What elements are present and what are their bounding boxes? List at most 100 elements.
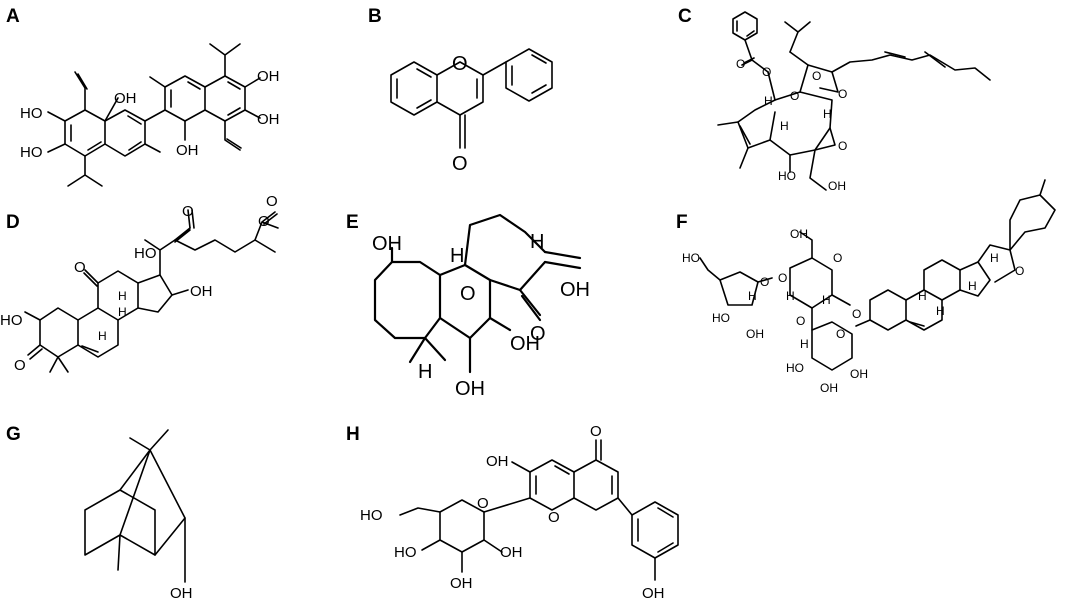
ring-d-b-double: [81, 345, 99, 353]
atom-label: O: [452, 53, 468, 75]
phenyl-link: [482, 61, 507, 76]
oh-h7: [511, 461, 531, 473]
atom-label: O: [790, 89, 799, 103]
atom-label: O: [736, 57, 745, 71]
gem-dimethyl-e: [408, 336, 447, 364]
atom-label: OH: [828, 179, 846, 193]
atom-label: H: [530, 231, 544, 253]
atom-label: H: [98, 329, 107, 343]
ring-d-d: [137, 274, 173, 313]
isopropenyl: [784, 21, 811, 53]
ring-e-c: [463, 213, 547, 267]
atom-label: OH: [450, 575, 473, 592]
oh-bond-right-2: [244, 109, 261, 119]
panel-letter-h: H: [346, 424, 360, 445]
panel-letter-b: B: [368, 6, 382, 27]
atom-label: O: [796, 314, 805, 328]
ketone-d11: [83, 269, 99, 287]
ch2oh-h: [399, 507, 441, 516]
atom-label: O: [838, 87, 847, 101]
ring-f-d: [959, 261, 991, 297]
ring-f-b-double: [909, 321, 925, 327]
atom-label: HO: [778, 169, 796, 183]
oh-h-glc1: [421, 539, 441, 551]
atom-label: H: [748, 289, 757, 303]
ring-h-pyranone: [573, 459, 619, 511]
atom-label: O: [266, 193, 278, 210]
atom-label: OH: [372, 233, 402, 255]
glyco-link-1: [757, 277, 773, 283]
ring-d-a: [39, 307, 79, 358]
aldehyde-right: [224, 120, 242, 151]
panel-letter-f: F: [676, 212, 688, 233]
carbonyl-b: [459, 114, 466, 149]
atom-label: OH: [486, 453, 509, 470]
ho-d: [24, 311, 41, 321]
ring-e-b: [438, 263, 492, 340]
panel-letter-c: C: [678, 6, 692, 27]
atom-label: H: [990, 251, 999, 265]
atom-label: HO: [20, 144, 43, 161]
ch2oh-f1: [699, 257, 721, 281]
side-chain-base: [144, 239, 176, 276]
exo-methylene: [543, 250, 582, 270]
atom-label: O: [530, 323, 546, 345]
isopropyl-right: [209, 43, 241, 77]
atom-label: O: [838, 139, 847, 153]
atom-label: OH: [746, 327, 764, 341]
ring-h-phenyl-double: [637, 507, 674, 553]
panel-letter-d: D: [6, 212, 20, 233]
atom-label: H: [780, 119, 789, 133]
atom-label: O: [760, 275, 769, 289]
atom-label: HO: [682, 251, 700, 265]
atom-label: OH: [176, 142, 199, 159]
atom-label: OH: [510, 333, 540, 355]
atom-label: H: [968, 279, 977, 293]
methyl-f: [1039, 179, 1046, 196]
ring-a1-double: [70, 124, 102, 151]
atom-label: OH: [820, 381, 838, 395]
atom-label: HO: [134, 245, 157, 262]
panel-e-kaurane: E OH H H O OH O OH OH H: [346, 212, 590, 400]
atom-label: OH: [170, 585, 193, 602]
oh-bond-left-top: [104, 97, 119, 122]
atom-label: HO: [394, 544, 417, 561]
oh-d16: [171, 289, 189, 296]
benzoate-ester: [741, 39, 769, 73]
atom-label: O: [833, 251, 842, 265]
ring-d-b: [77, 307, 119, 358]
ho-bond-left-1: [47, 111, 66, 122]
atom-label: H: [936, 304, 945, 318]
ring-c-seven: [769, 91, 833, 156]
ring-b1: [390, 61, 438, 116]
ring-a3-double: [170, 81, 201, 108]
atom-label: O: [74, 259, 86, 276]
epoxide-and-ch2oh: [809, 127, 836, 191]
atom-label: OH: [850, 367, 868, 381]
atom-label: O: [460, 283, 476, 305]
ketone-c: [739, 147, 749, 169]
panel-c-diterpene: C O O O O O H O HO OH H H: [678, 6, 991, 193]
gem-dimethyl-d: [49, 356, 69, 373]
ring-f-furanose: [719, 271, 759, 306]
atom-label: O: [836, 327, 845, 341]
atom-label: H: [418, 361, 432, 383]
c-glycoside-link: [483, 497, 531, 513]
panel-letter-e: E: [346, 212, 359, 233]
oh-e-right: [488, 316, 512, 332]
panel-b-flavone: B O O: [368, 6, 553, 175]
atom-label: O: [778, 271, 787, 285]
aldehyde-left: [74, 71, 88, 111]
acetate-d: [254, 211, 279, 241]
ring-b2: [436, 61, 484, 116]
atom-label: HO: [20, 105, 43, 122]
atom-label: O: [182, 203, 194, 220]
lactone-carbonyl: [518, 288, 542, 322]
atom-label: OH: [114, 90, 137, 107]
atom-label: H: [822, 293, 831, 307]
glyco-link-4: [855, 319, 871, 327]
orthoester-ring: [819, 71, 839, 93]
ring-b1-double: [396, 68, 432, 109]
methyl-right: [149, 76, 166, 88]
ring-h-phenyl: [631, 501, 679, 559]
